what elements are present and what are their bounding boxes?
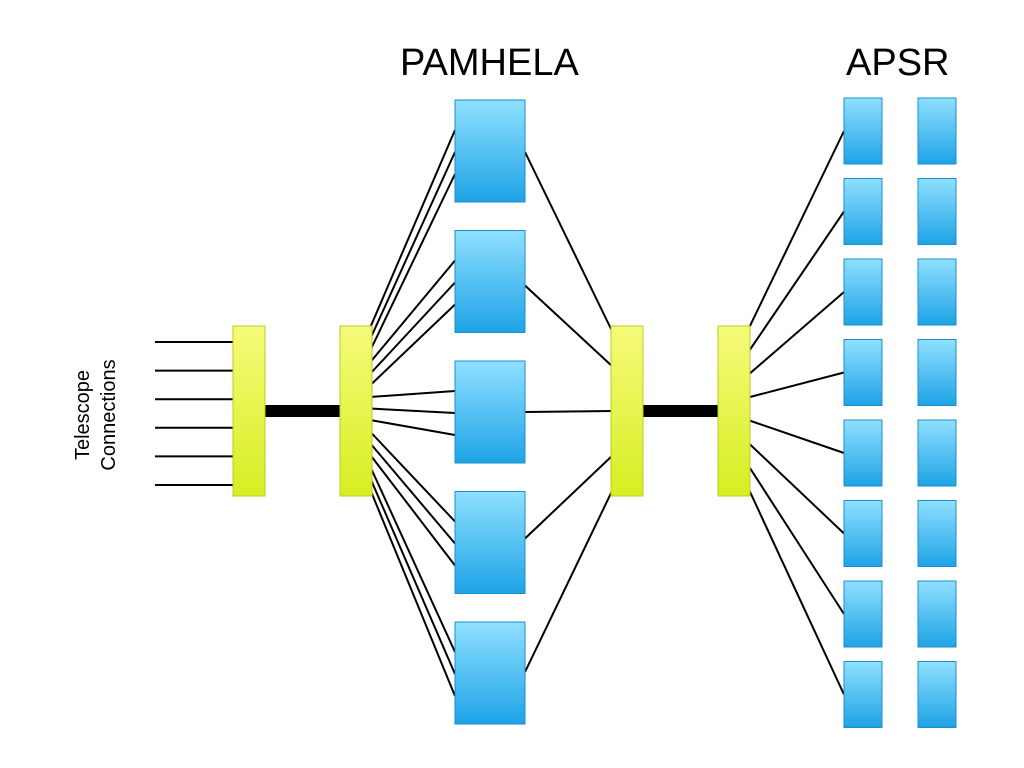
- switch-to-apsr-line: [747, 210, 845, 354]
- switch-to-apsr-line: [747, 441, 845, 535]
- switch-to-pamhela-line: [369, 442, 456, 545]
- switch-to-pamhela-line: [369, 419, 456, 436]
- pamhela-to-switch-line: [524, 151, 614, 334]
- network-switch: [717, 325, 751, 497]
- switch-to-apsr-line: [747, 371, 845, 399]
- switch-to-pamhela-line: [369, 453, 456, 567]
- switch-to-pamhela-line: [369, 477, 456, 675]
- switch-to-pamhela-line: [369, 281, 456, 375]
- switch-to-apsr-line: [747, 130, 845, 331]
- switch-to-pamhela-line: [369, 407, 456, 414]
- pamhela-node: [454, 99, 526, 203]
- switch-to-apsr-line: [747, 419, 845, 454]
- switch-to-pamhela-line: [369, 151, 456, 340]
- apsr-node: [917, 178, 957, 245]
- apsr-node: [843, 258, 883, 326]
- switch-to-pamhela-line: [369, 303, 456, 387]
- apsr-node: [843, 419, 883, 487]
- apsr-node: [843, 97, 883, 165]
- connection-lines: [155, 129, 845, 697]
- switch-to-pamhela-line: [369, 465, 456, 653]
- apsr-title: APSR: [846, 42, 950, 84]
- pamhela-node: [454, 230, 526, 333]
- apsr-node: [843, 500, 883, 567]
- switch-to-pamhela-line: [369, 430, 456, 523]
- pamhela-node: [454, 621, 526, 725]
- pamhela-to-switch-line: [524, 410, 614, 413]
- pamhela-to-switch-line: [524, 488, 614, 673]
- switch-to-pamhela-line: [369, 488, 456, 697]
- apsr-node: [917, 258, 957, 326]
- switch-to-pamhela-line: [369, 390, 456, 398]
- network-switch: [232, 325, 266, 497]
- switch-to-apsr-line: [747, 487, 845, 695]
- pamhela-to-switch-line: [524, 284, 614, 368]
- pamhela-node: [454, 360, 526, 464]
- network-switch: [339, 325, 373, 497]
- switch-to-pamhela-line: [369, 129, 456, 329]
- apsr-node: [917, 97, 957, 165]
- telescope-label-line1: Telescope: [72, 369, 94, 461]
- apsr-node: [917, 500, 957, 567]
- switch-to-pamhela-line: [369, 259, 456, 364]
- apsr-node: [917, 339, 957, 406]
- network-switch: [610, 325, 644, 497]
- switch-to-apsr-line: [747, 464, 845, 615]
- pamhela-to-switch-line: [524, 454, 614, 540]
- apsr-node: [843, 580, 883, 648]
- apsr-node: [917, 580, 957, 648]
- apsr-node: [843, 339, 883, 406]
- telescope-label-line2: Connections: [98, 359, 120, 471]
- pamhela-node: [454, 491, 526, 594]
- telescope-connections-label: Telescope Connections: [70, 359, 122, 470]
- apsr-node: [917, 419, 957, 487]
- apsr-node: [843, 178, 883, 245]
- pamhela-title: PAMHELA: [400, 42, 579, 84]
- apsr-node: [843, 661, 883, 728]
- switch-to-pamhela-line: [369, 173, 456, 352]
- network-devices: [232, 97, 957, 728]
- apsr-node: [917, 661, 957, 728]
- switch-to-apsr-line: [747, 291, 845, 376]
